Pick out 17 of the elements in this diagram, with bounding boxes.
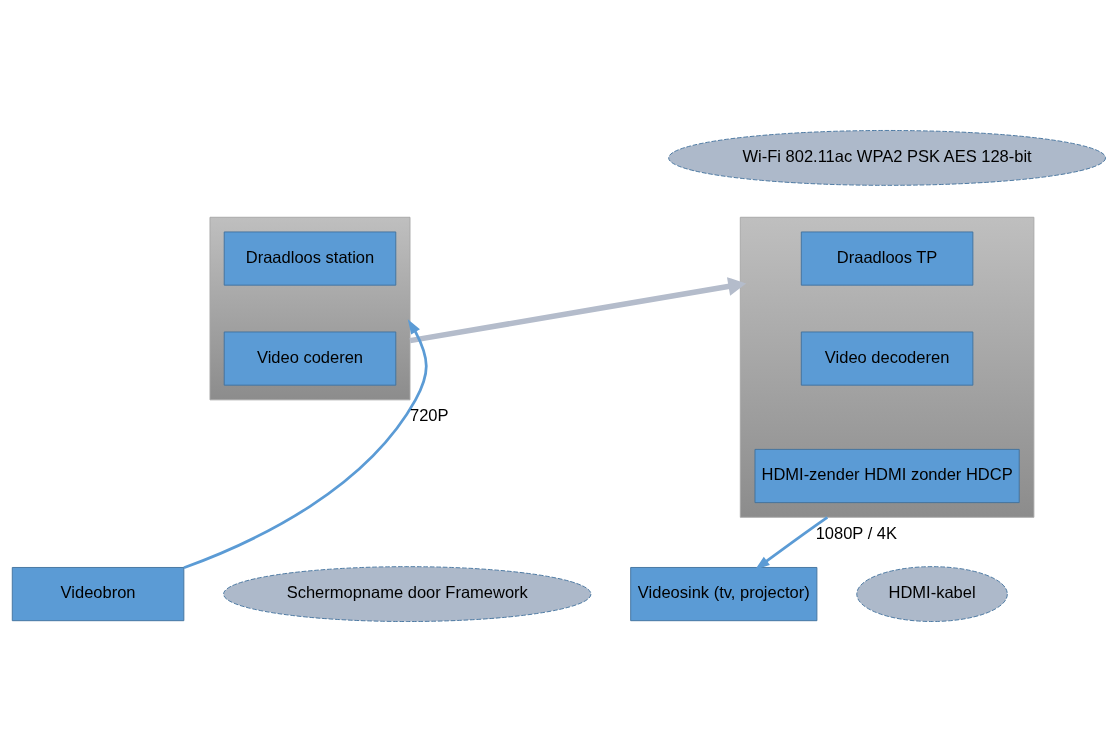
node-box: Video coderen bbox=[223, 331, 397, 386]
node-box: Draadloos station bbox=[223, 231, 397, 286]
node-ellipse: HDMI-kabel bbox=[856, 566, 1008, 622]
node-ellipse: Wi-Fi 802.11ac WPA2 PSK AES 128-bit bbox=[668, 130, 1106, 186]
arrow bbox=[409, 277, 747, 344]
node-box: Draadloos TP bbox=[800, 231, 974, 286]
node-box: HDMI-zender HDMI zonder HDCP bbox=[754, 448, 1020, 504]
node-ellipse: Schermopname door Framework bbox=[223, 566, 592, 622]
cluster bbox=[739, 216, 1035, 518]
node-box: Videosink (tv, projector) bbox=[630, 567, 818, 622]
edge-label: 1080P / 4K bbox=[815, 523, 898, 542]
edge-label: 720P bbox=[410, 406, 449, 425]
arrow bbox=[755, 516, 829, 570]
arrow bbox=[183, 319, 428, 570]
cluster bbox=[209, 216, 411, 401]
node-box: Videobron bbox=[11, 567, 185, 622]
node-box: Video decoderen bbox=[800, 331, 974, 386]
